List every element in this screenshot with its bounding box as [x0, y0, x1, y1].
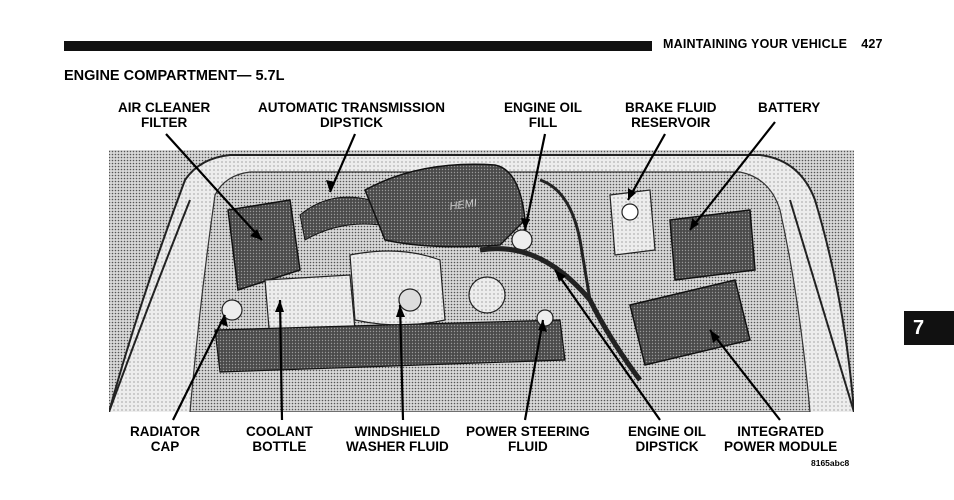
label-power-steering: POWER STEERING FLUID — [466, 424, 590, 454]
header-rule — [64, 41, 652, 51]
radiator-cap — [221, 299, 243, 321]
label-engine-oil-fill: ENGINE OIL FILL — [504, 100, 583, 130]
washer-reservoir — [349, 250, 446, 326]
leader-lines — [165, 121, 781, 421]
oil-fill-cap — [511, 229, 533, 251]
svg-text:HEMI: HEMI — [449, 197, 478, 213]
running-header: MAINTAINING YOUR VEHICLE 427 — [663, 37, 883, 51]
brake-reservoir — [609, 189, 656, 256]
label-coolant-bottle: COOLANT BOTTLE — [246, 424, 313, 454]
engine-cover — [364, 163, 526, 248]
chapter-tab: 7 — [904, 311, 954, 345]
label-power-module: INTEGRATED POWER MODULE — [724, 424, 838, 454]
label-battery: BATTERY — [758, 100, 821, 115]
label-air-cleaner: AIR CLEANER FILTER — [118, 100, 211, 130]
page-number: 427 — [861, 37, 883, 51]
section-title: MAINTAINING YOUR VEHICLE — [663, 37, 848, 51]
label-washer-fluid: WINDSHIELD WASHER FLUID — [346, 424, 449, 454]
label-brake-fluid: BRAKE FLUID RESERVOIR — [625, 100, 717, 130]
power-steering-cap — [536, 309, 554, 327]
battery — [669, 209, 756, 281]
radiator — [214, 319, 566, 373]
label-transmission-dipstick: AUTOMATIC TRANSMISSION DIPSTICK — [258, 100, 445, 130]
figure-code: 8165abc8 — [811, 458, 850, 468]
page-title: ENGINE COMPARTMENT— 5.7L — [64, 68, 285, 84]
label-radiator-cap: RADIATOR CAP — [130, 424, 200, 454]
label-oil-dipstick: ENGINE OIL DIPSTICK — [628, 424, 707, 454]
